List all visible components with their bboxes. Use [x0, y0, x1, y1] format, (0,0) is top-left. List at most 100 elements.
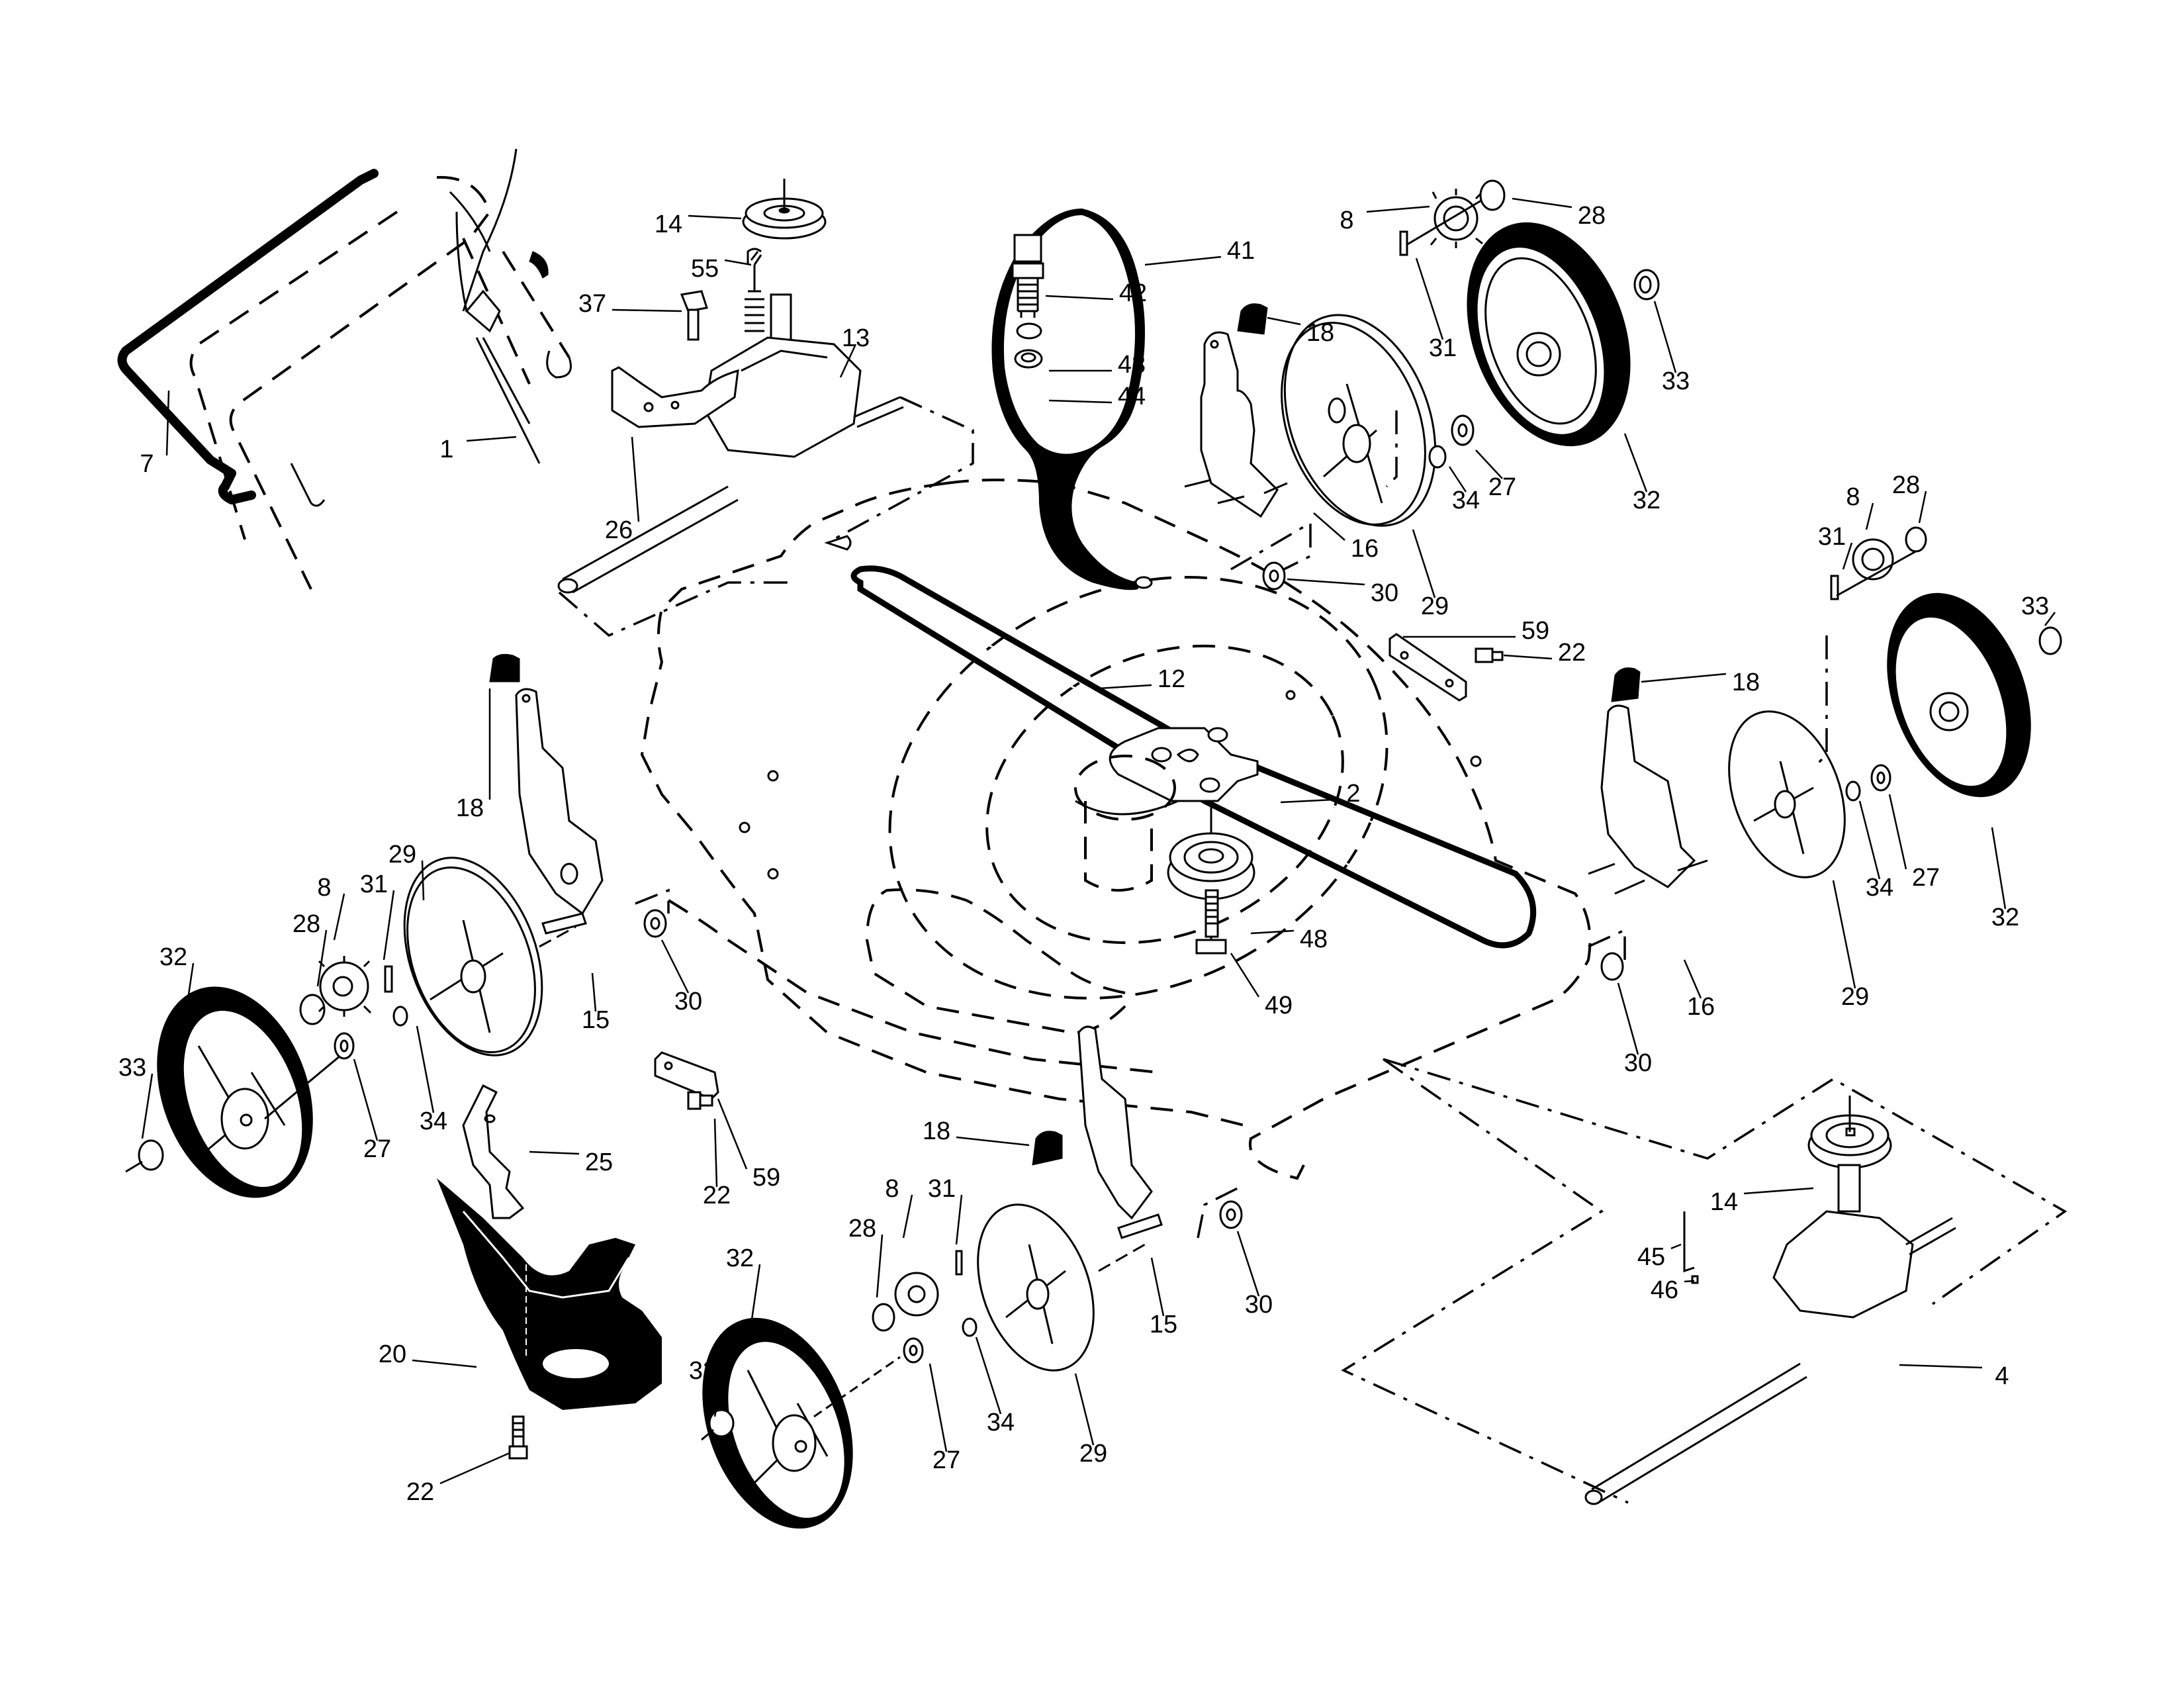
- callout-label: 8: [1340, 207, 1353, 234]
- callout-label: 42: [1119, 279, 1147, 307]
- callout-label: 4: [1995, 1362, 2009, 1390]
- callout-label: 34: [420, 1107, 447, 1135]
- callout-label: 32: [159, 943, 187, 971]
- leader-line: [1045, 295, 1114, 301]
- leader-line: [688, 214, 742, 220]
- bolt-22-chute: [508, 1415, 528, 1460]
- leader-line: [631, 436, 640, 522]
- pin-31-rt: [1399, 230, 1408, 256]
- callout-8: 8: [1846, 483, 1874, 530]
- oring-34-rt: [1428, 445, 1447, 469]
- callout-16: 16: [1683, 959, 1715, 1021]
- leader-line: [1144, 256, 1222, 266]
- upper-transmission: [557, 179, 974, 637]
- callout-16: 16: [1313, 512, 1379, 563]
- knob-18-bottom: [1032, 1131, 1063, 1166]
- leader-line: [1415, 258, 1444, 340]
- leader-line: [1670, 1243, 1682, 1250]
- leader-line: [416, 1025, 435, 1113]
- oring-34-b: [962, 1317, 978, 1337]
- callout-label: 41: [1227, 237, 1255, 265]
- callout-29: 29: [1074, 1373, 1107, 1468]
- callout-label: 30: [1371, 579, 1398, 607]
- leader-line: [1287, 578, 1365, 586]
- callout-label: 27: [1912, 864, 1940, 892]
- callout-33: 33: [118, 1054, 154, 1139]
- washer-27-rm: [1870, 764, 1891, 792]
- callout-label: 22: [1558, 639, 1586, 667]
- leader-line: [181, 962, 195, 1040]
- callout-46: 46: [1651, 1276, 1695, 1304]
- callout-label: 32: [1633, 487, 1661, 514]
- callout-label: 20: [379, 1340, 406, 1368]
- washer-27-l: [334, 1032, 355, 1060]
- callout-label: 27: [363, 1135, 391, 1163]
- leader-line: [713, 1118, 718, 1188]
- washer-27-b: [903, 1337, 924, 1364]
- nut-30-bottom: [1197, 1184, 1245, 1239]
- callout-label: 15: [1150, 1311, 1177, 1338]
- leader-line: [1267, 316, 1301, 326]
- callout-34: 34: [1858, 800, 1893, 902]
- callout-label: 34: [1866, 874, 1893, 902]
- nut-33-rt: [1633, 269, 1660, 301]
- leader-line: [1366, 205, 1430, 213]
- callout-48: 48: [1250, 925, 1328, 953]
- leader-line: [353, 1058, 379, 1141]
- pin-31-rm: [1830, 575, 1839, 600]
- leader-line: [1842, 542, 1853, 570]
- callout-27: 27: [1888, 794, 1940, 892]
- callout-18: 18: [1641, 669, 1760, 696]
- callout-label: 12: [1158, 665, 1185, 693]
- callout-22: 22: [703, 1118, 731, 1209]
- ring-28-l: [299, 994, 326, 1025]
- knob-18-mid: [1611, 667, 1641, 702]
- leader-line: [1858, 800, 1881, 880]
- callout-30: 30: [1236, 1231, 1273, 1319]
- callout-label: 33: [1662, 367, 1690, 395]
- gear-8-b: [894, 1272, 939, 1317]
- callout-26: 26: [605, 436, 640, 544]
- callout-20: 20: [379, 1340, 477, 1368]
- cable-bracket: [611, 366, 739, 428]
- callout-27: 27: [929, 1363, 960, 1474]
- callout-33: 33: [1653, 301, 1690, 395]
- callout-27: 27: [1475, 449, 1516, 501]
- leader-line: [1684, 1280, 1695, 1283]
- leader-line: [1048, 399, 1113, 404]
- callout-label: 15: [582, 1006, 610, 1034]
- leader-line: [421, 860, 425, 901]
- callout-label: 29: [1079, 1440, 1107, 1468]
- callout-label: 59: [752, 1164, 780, 1192]
- callout-8: 8: [317, 874, 345, 941]
- leader-line: [1150, 1257, 1165, 1317]
- callout-label: 7: [140, 450, 154, 478]
- leader-line: [902, 1194, 913, 1239]
- leader-line: [439, 1452, 510, 1485]
- callout-28: 28: [1892, 471, 1927, 524]
- bracket-25: [462, 1084, 525, 1219]
- leader-line: [876, 1234, 884, 1298]
- callout-32: 32: [1991, 827, 2019, 931]
- callout-28: 28: [1512, 197, 1606, 230]
- gear-8-rm: [1852, 538, 1894, 581]
- leader-line: [724, 259, 752, 266]
- callout-label: 43: [1118, 351, 1146, 379]
- callout-14: 14: [1710, 1187, 1814, 1216]
- leader-line: [333, 893, 345, 941]
- wheel-32-l: [157, 986, 313, 1198]
- callout-34: 34: [1448, 466, 1480, 514]
- leader-line: [1503, 654, 1553, 660]
- leader-line: [1683, 959, 1702, 999]
- callout-15: 15: [1150, 1257, 1177, 1338]
- callout-30: 30: [1287, 578, 1398, 607]
- callout-label: 18: [456, 794, 484, 822]
- wheel-32-rt: [1467, 222, 1631, 447]
- screw-46: [1691, 1275, 1699, 1284]
- callout-29: 29: [1412, 529, 1449, 620]
- knob-18-top: [1237, 303, 1268, 335]
- lower-transmission: [1341, 1058, 2068, 1505]
- leader-line: [929, 1363, 948, 1452]
- callout-59: 59: [717, 1098, 780, 1192]
